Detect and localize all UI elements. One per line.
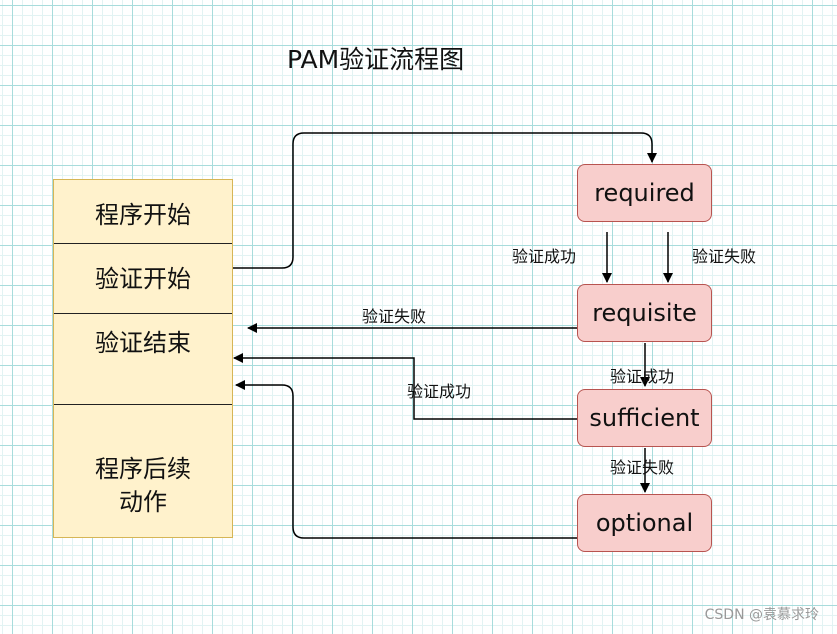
program-flow-panel: 程序开始 验证开始 验证结束 程序后续 动作 <box>53 179 233 538</box>
requisite-fail-label: 验证失败 <box>362 307 427 326</box>
requisite-node: requisite <box>577 284 712 342</box>
panel-divider <box>54 313 232 314</box>
panel-divider <box>54 243 232 244</box>
required-node: required <box>577 164 712 222</box>
followup-label-line2: 动作 <box>119 488 167 516</box>
panel-divider <box>54 404 232 405</box>
optional-to-auth-end-arrow <box>235 380 577 539</box>
watermark: CSDN @袁慕求玲 <box>704 607 819 623</box>
auth-end-label: 验证结束 <box>95 329 191 357</box>
optional-node: optional <box>577 494 712 552</box>
sufficient-fail-label: 验证失败 <box>610 458 675 477</box>
followup-label-line1: 程序后续 <box>95 455 191 483</box>
requisite-success-label: 验证成功 <box>610 367 675 386</box>
auth-start-label: 验证开始 <box>95 265 191 293</box>
required-fail-label: 验证失败 <box>692 247 757 266</box>
program-start-label: 程序开始 <box>95 201 191 229</box>
sufficient-success-arrow <box>233 353 577 420</box>
auth-start-to-required-arrow <box>233 132 657 269</box>
sufficient-success-label: 验证成功 <box>407 382 472 401</box>
diagram-title: PAM验证流程图 <box>287 45 465 74</box>
required-success-label: 验证成功 <box>512 247 577 266</box>
sufficient-node: sufficient <box>577 389 712 447</box>
